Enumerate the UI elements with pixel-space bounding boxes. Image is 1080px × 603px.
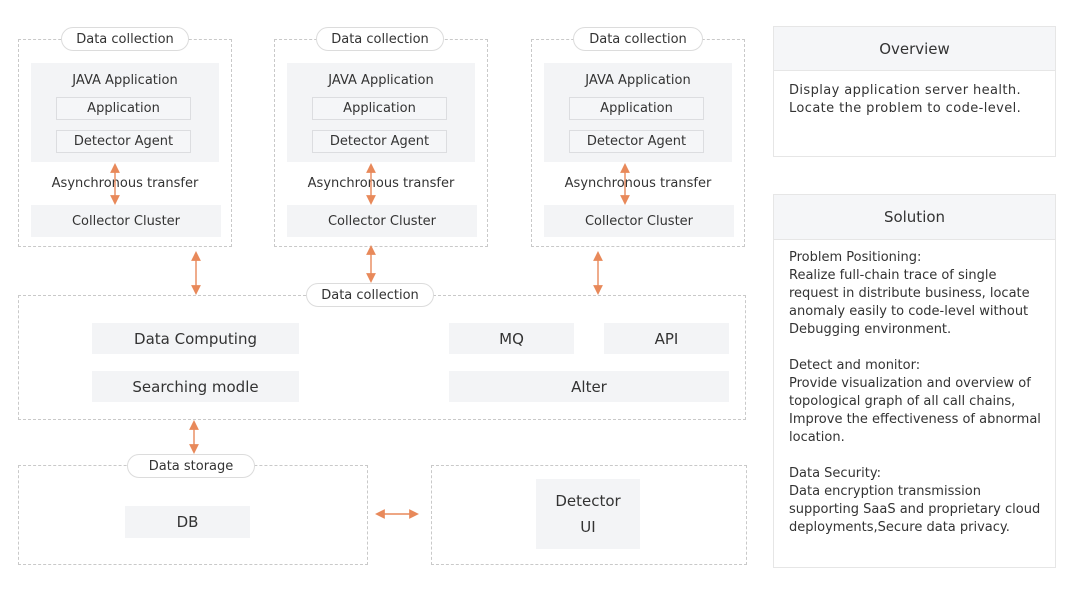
async-transfer-label-3: Asynchronous transfer: [564, 176, 712, 191]
collector-cluster-box-3: Collector Cluster: [544, 205, 734, 237]
solution-section-detect: Detect and monitor: Provide visualizatio…: [789, 357, 1045, 447]
overview-panel: Overview Display application server heal…: [773, 26, 1056, 157]
async-transfer-label-1: Asynchronous transfer: [51, 176, 199, 191]
api-box: API: [604, 323, 729, 354]
overview-line-2: Locate the problem to code-level.: [789, 101, 1022, 116]
mq-box: MQ: [449, 323, 574, 354]
detector-ui-line-2: UI: [580, 518, 596, 536]
detector-agent-box-1: Detector Agent: [56, 130, 191, 153]
solution-section-problem: Problem Positioning: Realize full-chain …: [789, 249, 1045, 339]
collector-cluster-box-1: Collector Cluster: [31, 205, 221, 237]
application-box-3: Application: [569, 97, 704, 120]
searching-module-box: Searching modle: [92, 371, 299, 402]
solution-section-text: Realize full-chain trace of single reque…: [789, 268, 1030, 337]
solution-panel: Solution Problem Positioning: Realize fu…: [773, 194, 1056, 568]
db-box: DB: [125, 506, 250, 538]
solution-section-security: Data Security: Data encryption transmiss…: [789, 465, 1045, 537]
async-transfer-label-2: Asynchronous transfer: [307, 176, 455, 191]
overview-body: Display application server health. Locat…: [789, 82, 1045, 118]
data-collection-pill-processing: Data collection: [306, 283, 434, 307]
data-computing-box: Data Computing: [92, 323, 299, 354]
java-app-label-2: JAVA Application: [328, 73, 434, 88]
application-box-2: Application: [312, 97, 447, 120]
detector-agent-box-2: Detector Agent: [312, 130, 447, 153]
solution-section-title: Problem Positioning:: [789, 250, 922, 265]
solution-body: Problem Positioning: Realize full-chain …: [789, 249, 1045, 555]
overview-title: Overview: [774, 27, 1055, 71]
data-collection-pill-2: Data collection: [316, 27, 444, 51]
detector-agent-box-3: Detector Agent: [569, 130, 704, 153]
detector-ui-box: Detector UI: [536, 479, 640, 549]
data-collection-pill-1: Data collection: [61, 27, 189, 51]
java-app-label-3: JAVA Application: [585, 73, 691, 88]
ui-group: [431, 465, 747, 565]
solution-section-text: Provide visualization and overview of to…: [789, 376, 1041, 445]
detector-ui-line-1: Detector: [555, 492, 621, 510]
application-box-1: Application: [56, 97, 191, 120]
overview-line-1: Display application server health.: [789, 83, 1022, 98]
solution-section-title: Detect and monitor:: [789, 358, 921, 373]
alter-box: Alter: [449, 371, 729, 402]
data-storage-pill: Data storage: [127, 454, 255, 478]
solution-title: Solution: [774, 195, 1055, 240]
solution-section-title: Data Security:: [789, 466, 881, 481]
collector-cluster-box-2: Collector Cluster: [287, 205, 477, 237]
solution-section-text: Data encryption transmission supporting …: [789, 484, 1041, 535]
java-app-label-1: JAVA Application: [72, 73, 178, 88]
data-collection-pill-3: Data collection: [573, 27, 703, 51]
